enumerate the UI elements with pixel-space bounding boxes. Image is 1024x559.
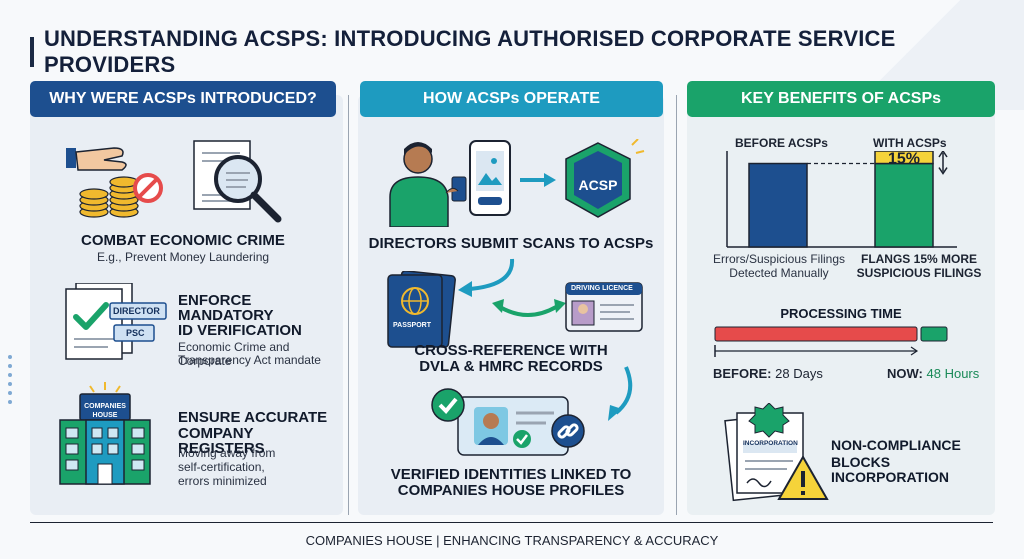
increase-percent-label: 15% xyxy=(888,151,920,167)
bar-before-label: BEFORE ACSPs xyxy=(735,136,828,150)
footer-divider xyxy=(30,522,993,523)
curved-arrow-icon xyxy=(458,258,515,297)
bar-with-acsps xyxy=(874,162,934,248)
register-subtitle-3: errors minimized xyxy=(178,474,267,488)
building-sign-2: HOUSE xyxy=(92,412,118,419)
processing-title: PROCESSING TIME xyxy=(780,306,902,321)
panel-how-header: HOW ACSPs OPERATE xyxy=(360,81,663,117)
step3-label-1: VERIFIED IDENTITIES LINKED TO xyxy=(390,466,632,483)
director-tag: DIRECTOR xyxy=(113,306,160,316)
verified-id-card-icon xyxy=(431,388,585,456)
processing-bar-before xyxy=(714,326,918,342)
footer: COMPANIES HOUSE | ENHANCING TRANSPARENCY… xyxy=(305,533,719,548)
now-time-value: 48 Hours xyxy=(926,366,980,381)
register-title-1: ENSURE ACCURATE xyxy=(178,409,328,426)
passport-icon xyxy=(387,271,456,349)
step2-label-1: CROSS-REFERENCE WITH xyxy=(414,342,608,359)
building-sign-1: COMPANIES xyxy=(84,403,126,410)
now-time-label: NOW: xyxy=(887,366,923,381)
curved-arrow-down-icon xyxy=(608,366,633,421)
companies-house-building-icon xyxy=(59,382,151,485)
magnifier-document-icon xyxy=(193,140,282,223)
separator-2 xyxy=(676,95,677,515)
bar-increase-segment xyxy=(874,151,934,165)
incorporation-tag: INCORPORATION xyxy=(743,440,798,447)
bar-before-acsps xyxy=(748,162,808,248)
with-caption-1: FLANGS 15% MORE xyxy=(860,252,977,266)
register-title-2: COMPANY REGISTERS xyxy=(178,425,265,457)
bar-with-label: WITH ACSPs xyxy=(873,136,947,150)
page-title: UNDERSTANDING ACSPS: INTRODUCING AUTHORI… xyxy=(43,26,896,77)
with-caption-2: SUSPICIOUS FILINGS xyxy=(856,266,982,280)
crime-subtitle: E.g., Prevent Money Laundering xyxy=(96,250,270,264)
crime-title: COMBAT ECONOMIC CRIME xyxy=(81,232,285,249)
psc-tag: PSC xyxy=(126,328,145,338)
id-title-3: ID VERIFICATION xyxy=(178,322,302,339)
before-time-value: 28 Days xyxy=(775,366,823,381)
panel-benefits: KEY BENEFITS OF ACSPs BEFORE ACSPs WITH … xyxy=(687,81,995,515)
register-subtitle-2: self-certification, xyxy=(178,460,265,474)
step2-label-2: DVLA & HMRC RECORDS xyxy=(419,358,603,375)
noncompliance-1: NON-COMPLIANCE xyxy=(831,437,961,453)
id-title-2: MANDATORY xyxy=(178,307,274,324)
incorporation-warning-icon xyxy=(724,403,829,502)
id-subtitle-2: Transparency Act mandate xyxy=(178,353,321,367)
id-documents-icon xyxy=(65,283,167,360)
before-caption-1: Errors/Suspicious Filings xyxy=(712,252,846,266)
double-arrow-icon xyxy=(492,299,566,317)
step3-label-2: COMPANIES HOUSE PROFILES xyxy=(397,482,625,499)
panel-why: WHY WERE ACSPs INTRODUCED? COMBAT ECONOM… xyxy=(30,81,343,515)
hand-coins-icon xyxy=(66,147,163,218)
acsp-badge-icon xyxy=(565,139,645,218)
before-time: BEFORE: 28 Days xyxy=(713,366,823,381)
title-accent-bar xyxy=(30,37,34,67)
increase-double-arrow xyxy=(938,151,948,175)
detection-bar-chart: 15% xyxy=(726,151,957,248)
panel-why-header: WHY WERE ACSPs INTRODUCED? xyxy=(30,81,336,117)
passport-label: PASSPORT xyxy=(393,322,431,329)
step1-label: DIRECTORS SUBMIT SCANS TO ACSPs xyxy=(368,235,654,252)
before-caption-2: Detected Manually xyxy=(729,266,829,280)
page-header: UNDERSTANDING ACSPS: INTRODUCING AUTHORI… xyxy=(30,26,1024,78)
person-phone-icon xyxy=(389,140,511,227)
id-title-1: ENFORCE xyxy=(178,292,252,309)
arrow-up-head xyxy=(938,151,948,158)
licence-label: DRIVING LICENCE xyxy=(571,285,633,292)
register-subtitle-1: Moving away from xyxy=(178,446,276,460)
id-subtitle-1: Economic Crime and Corporate xyxy=(178,340,290,368)
dots-decoration xyxy=(8,355,12,409)
driving-licence-icon xyxy=(565,282,643,332)
before-time-label: BEFORE: xyxy=(713,366,772,381)
panel-how: HOW ACSPs OPERATE ACSP DIRECTORS SUBMIT … xyxy=(358,81,664,515)
processing-bar-now xyxy=(920,326,948,342)
now-time: NOW: 48 Hours xyxy=(887,366,979,381)
processing-time-chart xyxy=(714,326,948,357)
arrow-right-icon xyxy=(520,173,556,187)
panel-benefits-header: KEY BENEFITS OF ACSPs xyxy=(687,81,995,117)
noncompliance-2: BLOCKS INCORPORATION xyxy=(831,454,949,485)
acsp-badge-label: ACSP xyxy=(578,177,618,193)
arrow-down-head xyxy=(938,167,948,175)
separator-1 xyxy=(348,95,349,515)
